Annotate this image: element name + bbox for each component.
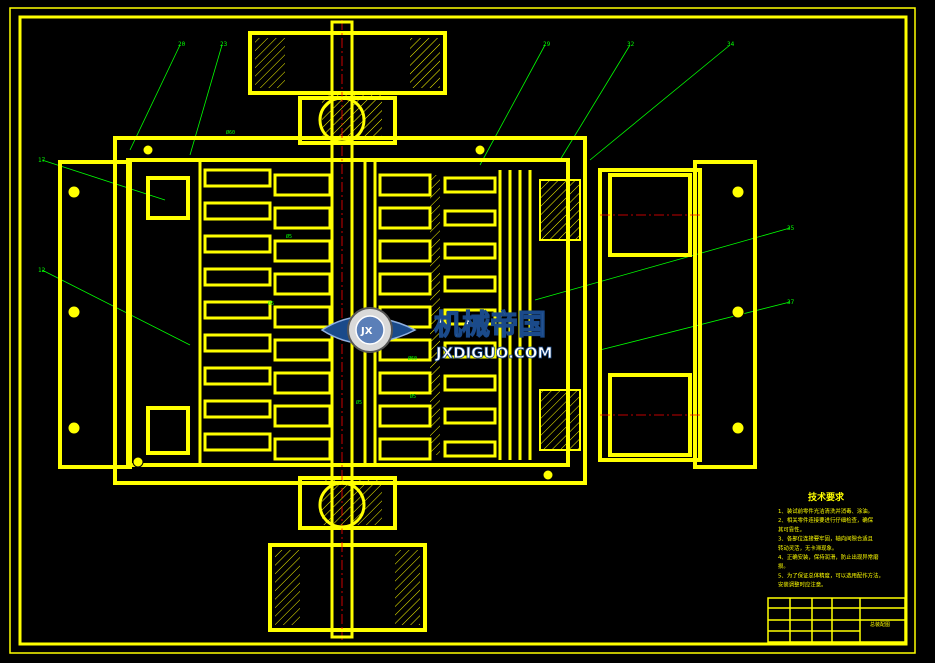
section-label: Ø5: [356, 399, 362, 406]
callout-label: 12: [38, 267, 46, 274]
comb-slot: [443, 275, 497, 293]
requirement-line: 其可靠性。: [778, 525, 805, 533]
comb-slot: [273, 338, 332, 362]
comb-slot: [203, 432, 272, 452]
comb-slot: [203, 366, 272, 386]
section-labels: Ø60 Ø5 Ø5 Ø60 Ø5 Ø5: [226, 129, 417, 406]
comb-slot: [443, 242, 497, 260]
comb-slot: [378, 206, 432, 230]
comb-slot: [203, 168, 272, 188]
comb-slot: [273, 437, 332, 461]
requirement-line: 1、装试前零件光洁清洗并消毒、涂油。: [778, 507, 873, 515]
callout-label: 17: [38, 157, 46, 164]
comb-slot: [378, 437, 432, 461]
requirement-line: 3、各部位连接要牢固，轴向间隙合适且: [778, 535, 874, 543]
requirement-line: 2、相关零件连接要进行仔细检查，确保: [778, 516, 874, 524]
comb-slot: [378, 404, 432, 428]
comb-slot: [203, 267, 272, 287]
section-label: Ø5: [410, 393, 416, 400]
callout-label: 35: [787, 225, 795, 232]
section-label: Ø5: [268, 300, 274, 307]
vertical-plates: [198, 160, 532, 465]
comb-slot: [378, 272, 432, 296]
watermark: JX 机械帝国 JXDIGUO.COM: [320, 307, 553, 362]
comb-slot: [273, 173, 332, 197]
watermark-badge: JX: [360, 326, 373, 337]
watermark-en-text: JXDIGUO.COM: [435, 344, 552, 362]
technical-requirements: 技术要求 1、装试前零件光洁清洗并消毒、涂油。2、相关零件连接要进行仔细检查，确…: [778, 491, 884, 589]
comb-slot: [443, 308, 497, 326]
comb-slot: [273, 404, 332, 428]
comb-slot: [378, 173, 432, 197]
requirement-line: 5、为了保证总体精度，可以选用配作方法，: [778, 571, 884, 579]
callout-label: 29: [543, 41, 551, 48]
title-block-drawing-name: 总装配图: [870, 621, 890, 628]
comb-slot: [273, 206, 332, 230]
comb-slot: [378, 371, 432, 395]
requirement-line: 安装调整时应注意。: [778, 581, 827, 589]
comb-slot: [203, 300, 272, 320]
callout-label: 34: [727, 41, 735, 48]
comb-slot: [203, 234, 272, 254]
left-comb-structure: [203, 168, 332, 461]
callout-label: 23: [220, 41, 228, 48]
comb-slot: [443, 341, 497, 359]
comb-slot: [443, 209, 497, 227]
callout-label: 32: [627, 41, 635, 48]
requirements-title: 技术要求: [808, 491, 845, 503]
comb-slot: [203, 333, 272, 353]
comb-slot: [443, 440, 497, 458]
comb-slot: [273, 371, 332, 395]
comb-slot: [443, 374, 497, 392]
callout-label: 37: [787, 299, 795, 306]
comb-slot: [378, 239, 432, 263]
drawing-frame: [9, 7, 916, 654]
requirement-line: 4、正确安装，保持润滑，防止出现异常磨: [778, 553, 879, 561]
comb-slot: [203, 399, 272, 419]
comb-slot: [273, 239, 332, 263]
watermark-cn-text: 机械帝国: [434, 308, 546, 341]
requirement-line: 损。: [778, 562, 789, 570]
section-label: Ø60: [408, 355, 417, 362]
title-block: [767, 597, 906, 643]
requirement-line: 转动灵活，无卡滞现象。: [778, 544, 837, 552]
bolt-holes: [67, 144, 745, 481]
callout-labels: 20 23 29 32 34 17 12 35 37: [38, 41, 795, 306]
comb-slot: [273, 305, 332, 329]
gear-icon: [347, 307, 393, 353]
section-label: Ø60: [226, 129, 235, 136]
comb-slot: [203, 201, 272, 221]
comb-slot: [443, 407, 497, 425]
comb-slot: [273, 272, 332, 296]
callout-label: 20: [178, 41, 186, 48]
section-label: Ø5: [286, 233, 292, 240]
right-comb-structure: [378, 173, 497, 461]
leader-lines: [41, 44, 791, 351]
comb-slot: [443, 176, 497, 194]
